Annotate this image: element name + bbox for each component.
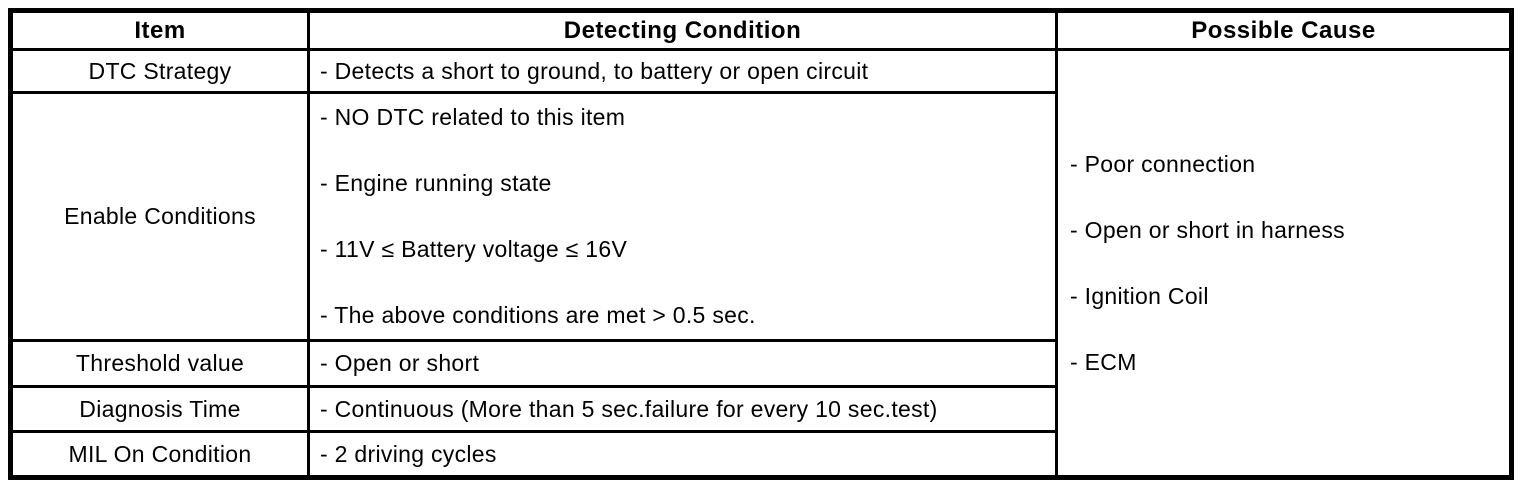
table-row-mil-on-condition: MIL On Condition - 2 driving cycles	[9, 430, 1512, 479]
header-possible-cause: Possible Cause	[1055, 9, 1513, 51]
header-item: Item	[9, 9, 310, 51]
condition-cell-threshold-value: - Open or short	[307, 339, 1058, 388]
condition-text: - Detects a short to ground, to battery …	[320, 57, 869, 84]
table-header-row: Item Detecting Condition Possible Cause	[9, 9, 1513, 51]
condition-text: - NO DTC related to this item	[320, 104, 626, 130]
dtc-diagnostic-table: Item Detecting Condition Possible Cause …	[8, 8, 1514, 480]
condition-cell-dtc-strategy: - Detects a short to ground, to battery …	[307, 48, 1058, 94]
condition-cell-diagnosis-time: - Continuous (More than 5 sec.failure fo…	[307, 385, 1058, 433]
table-row-diagnosis-time: Diagnosis Time - Continuous (More than 5…	[9, 385, 1512, 433]
condition-text: - Open or short	[320, 350, 480, 376]
possible-cause-text: - ECM	[1070, 348, 1137, 375]
enable-conditions-list: - NO DTC related to this item - Engine r…	[320, 97, 1054, 337]
condition-text: - Engine running state	[320, 170, 552, 196]
header-detecting-condition: Detecting Condition	[307, 9, 1058, 51]
condition-text: - Continuous (More than 5 sec.failure fo…	[320, 395, 938, 422]
possible-cause-text: - Poor connection	[1070, 150, 1256, 177]
condition-cell-mil-on-condition: - 2 driving cycles	[307, 430, 1058, 479]
item-label-dtc-strategy: DTC Strategy	[9, 48, 310, 94]
possible-cause-list: - Poor connection - Open or short in har…	[1070, 131, 1509, 395]
possible-cause-cell: - Poor connection - Open or short in har…	[1055, 48, 1513, 479]
possible-cause-text: - Ignition Coil	[1070, 282, 1209, 309]
table-row-enable-conditions: Enable Conditions - NO DTC related to th…	[9, 91, 1512, 342]
condition-cell-enable-conditions: - NO DTC related to this item - Engine r…	[307, 91, 1058, 342]
condition-text: - The above conditions are met > 0.5 sec…	[320, 302, 756, 328]
possible-cause-text: - Open or short in harness	[1070, 216, 1345, 243]
item-label-diagnosis-time: Diagnosis Time	[9, 385, 310, 433]
table-row-dtc-strategy: DTC Strategy - Detects a short to ground…	[9, 48, 1513, 479]
condition-text: - 2 driving cycles	[320, 440, 497, 467]
condition-text: - 11V ≤ Battery voltage ≤ 16V	[320, 236, 628, 262]
item-label-mil-on-condition: MIL On Condition	[9, 430, 310, 479]
item-label-threshold-value: Threshold value	[9, 339, 310, 388]
item-label-enable-conditions: Enable Conditions	[9, 91, 310, 342]
table-row-threshold-value: Threshold value - Open or short	[9, 339, 1512, 388]
